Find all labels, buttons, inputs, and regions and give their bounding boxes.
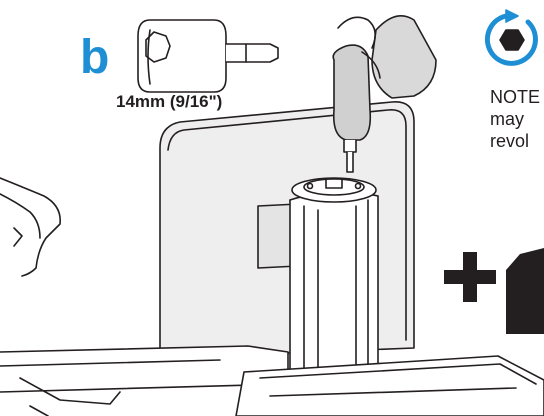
base-drawing <box>0 345 544 416</box>
socket-bit-icon <box>137 19 279 93</box>
note-line: revol <box>490 131 530 151</box>
step-letter: b <box>80 31 110 84</box>
note-line: NOTE <box>490 87 541 107</box>
rotate-hex-nut-icon <box>484 9 538 66</box>
note-text: NOTE may revol <box>490 86 540 152</box>
partial-key-icon <box>506 248 544 334</box>
plus-icon <box>444 252 496 302</box>
note-line: may <box>490 109 525 129</box>
drill-drawing <box>332 14 437 173</box>
left-component-drawing <box>0 177 61 277</box>
socket-size-label: 14mm (9/16") <box>116 92 223 111</box>
stand-column-drawing <box>289 177 379 373</box>
